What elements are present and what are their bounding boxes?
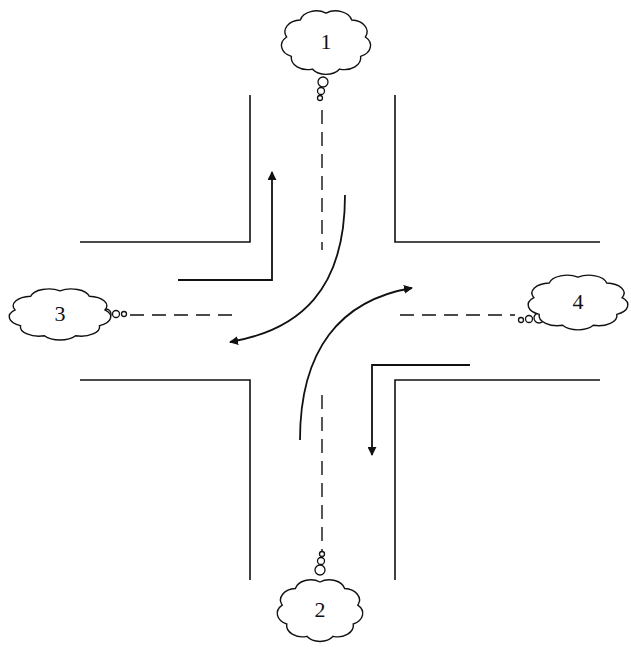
road-edges (80, 95, 600, 580)
thought-cloud: 3 (3, 285, 117, 343)
callout-number: 1 (276, 6, 376, 78)
thought-bubbles (101, 77, 544, 575)
traffic-arrows (178, 172, 470, 455)
thought-cloud: 1 (276, 6, 376, 78)
callout-number: 3 (3, 285, 117, 343)
centre-lines (130, 110, 515, 560)
callout-number: 4 (522, 271, 631, 333)
callout-number: 2 (272, 575, 368, 645)
thought-cloud: 4 (522, 271, 631, 333)
thought-cloud: 2 (272, 575, 368, 645)
